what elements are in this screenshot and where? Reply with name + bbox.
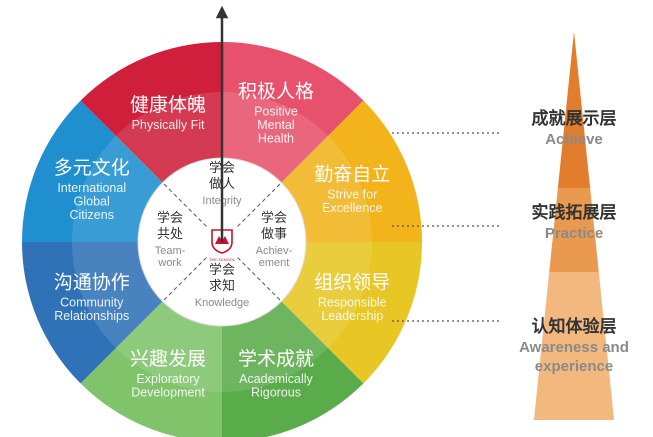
inner-dividers [163, 183, 281, 301]
logo-caption: THE SCHOOL [209, 257, 236, 262]
segment-title: 学术成就 [238, 348, 314, 370]
segment-subtitle: Rigorous [251, 385, 301, 399]
segment-subtitle: Community [60, 295, 124, 309]
segment-subtitle: Excellence [322, 201, 382, 215]
segment-subtitle: Positive [254, 104, 298, 118]
inner-divider [235, 183, 281, 229]
segment-title: 沟通协作 [54, 271, 130, 293]
segment-subtitle: Responsible [318, 295, 387, 309]
segment-title: 多元文化 [54, 157, 130, 179]
level-label: 实践拓展层 Practice [532, 202, 617, 242]
segment-subtitle: Development [131, 385, 205, 399]
level-label: 成就展示层 Achieve [532, 108, 617, 148]
level-labels: 成就展示层 Achieve 实践拓展层 Practice 认知体验层 Awareness … [519, 108, 629, 375]
segment-title: 兴趣发展 [130, 348, 206, 370]
level-subtitle: Awareness and [519, 339, 629, 356]
quadrant-subtitle: Knowledge [195, 297, 249, 309]
segment-title: 组织领导 [314, 271, 390, 293]
level-subtitle: Achieve [545, 131, 603, 148]
segment-subtitle: Exploratory [136, 372, 200, 386]
inner-divider [163, 183, 209, 229]
segment-subtitle: Physically Fit [132, 118, 205, 132]
quadrant-subtitle: work [157, 257, 182, 269]
quadrant-subtitle: Achiev- [256, 245, 293, 257]
inner-divider [235, 255, 281, 301]
segment-subtitle: Citizens [69, 208, 113, 222]
segment-subtitle: Mental [257, 118, 295, 132]
segment-subtitle: Strive for [327, 188, 377, 202]
segment-label: 健康体魄 Physically Fit [130, 94, 206, 132]
segment-title: 积极人格 [238, 80, 314, 102]
level-connectors [392, 132, 500, 322]
quadrant-title: 做事 [261, 227, 287, 242]
segment-title: 健康体魄 [130, 94, 206, 116]
segment-subtitle: Global [74, 194, 110, 208]
inner-divider [163, 255, 209, 301]
quadrant-title: 求知 [209, 278, 235, 294]
quadrant-title: 学会 [157, 210, 183, 226]
quadrant-title: 学会 [209, 262, 235, 278]
segment-subtitle: International [57, 181, 126, 195]
segment-subtitle: Academically [239, 372, 313, 386]
segment-subtitle: Leadership [321, 309, 383, 323]
level-label: 认知体验层 Awareness and experience [519, 316, 629, 375]
pyramid-levels [534, 32, 614, 420]
level-title: 成就展示层 [532, 108, 617, 129]
level-subtitle: experience [535, 358, 613, 375]
segment-title: 勤奋自立 [314, 164, 390, 186]
pyramid-level [557, 32, 591, 188]
quadrant-subtitle: Team- [155, 245, 186, 257]
level-title: 实践拓展层 [532, 202, 617, 223]
quadrant-title: 学会 [261, 210, 287, 226]
quadrant-title: 共处 [157, 227, 183, 242]
segment-subtitle: Relationships [54, 309, 129, 323]
level-subtitle: Practice [545, 225, 603, 242]
segment-subtitle: Health [258, 131, 294, 145]
quadrant-subtitle: ement [259, 257, 290, 269]
pyramid-level [534, 272, 614, 420]
pyramid-level [549, 188, 599, 272]
level-title: 认知体验层 [532, 316, 617, 337]
